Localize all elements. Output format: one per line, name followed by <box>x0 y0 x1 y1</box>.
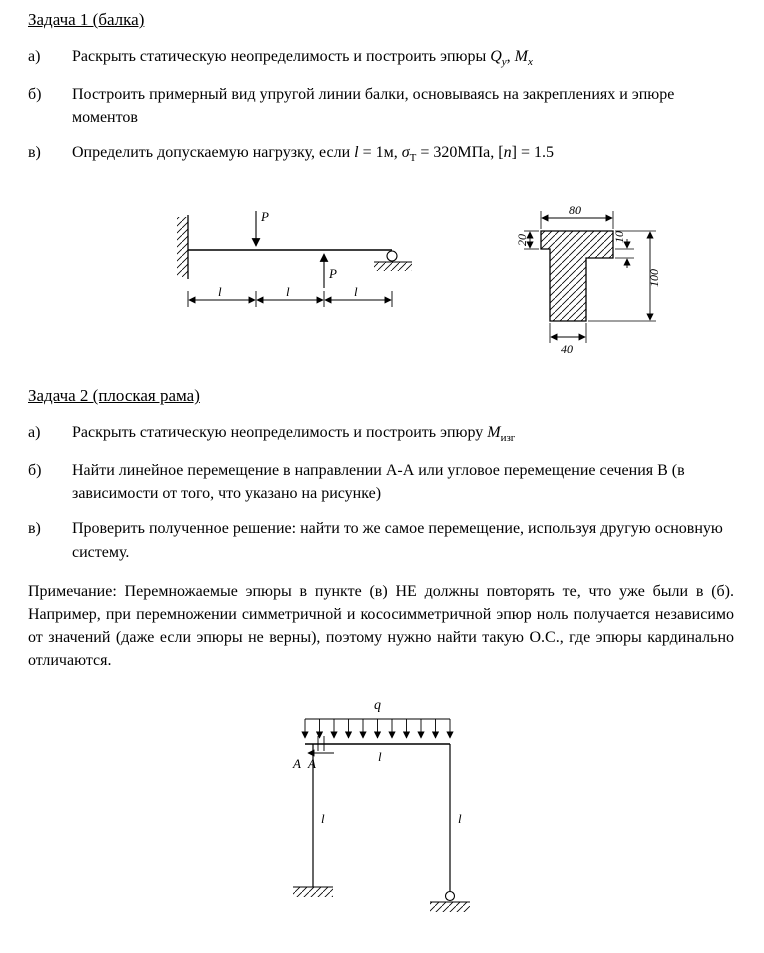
task2-item-a-label: а) <box>28 423 41 441</box>
task2-item-a-main: Раскрыть статическую неопределимость и п… <box>72 423 488 441</box>
frame-figure-wrap: q A A l l l <box>260 689 734 941</box>
math-M-izg: M <box>487 423 501 441</box>
task1-item-a-main: Раскрыть статическую неопределимость и п… <box>72 47 491 65</box>
task2-item-v-text: Проверить полученное решение: найти то ж… <box>72 520 723 561</box>
math-Q: Q <box>490 47 502 65</box>
frame-dim-top: l <box>378 749 382 764</box>
beam-load-label-mid: P <box>328 266 337 281</box>
math-M: M <box>514 47 528 65</box>
task1-item-a-label: а) <box>28 47 41 65</box>
beam-dim-l1: l <box>218 284 222 299</box>
frame-section-label-a2: A <box>307 756 316 771</box>
math-n: n <box>503 144 512 162</box>
left-support-hatch <box>293 886 333 897</box>
section-dim-40: 40 <box>561 342 573 356</box>
task2-note: Примечание: Перемножаемые эпюры в пункте… <box>28 582 734 670</box>
task2-item-b-label: б) <box>28 462 42 480</box>
math-sigma-sub: Т <box>409 152 417 165</box>
task2-item-b: б) Найти линейное перемещение в направле… <box>28 459 734 505</box>
task1-item-a: а) Раскрыть статическую неопределимость … <box>28 45 734 71</box>
frame-diagram: q A A l l l <box>292 698 470 912</box>
task1-item-v-main: Определить допускаемую нагрузку, если <box>72 144 355 162</box>
roller-circle <box>386 250 398 262</box>
task1-title: Задача 1 (балка) <box>28 8 734 33</box>
right-support-hatch <box>430 901 470 912</box>
math-sigma-eq: = 320МПа, [ <box>416 144 504 162</box>
math-M-sub: x <box>528 55 533 68</box>
wall-hatch <box>177 217 188 278</box>
task1-item-b-label: б) <box>28 85 42 103</box>
math-l: l <box>354 144 359 162</box>
beam-dim-l3: l <box>354 284 358 299</box>
task1-item-a-text: Раскрыть статическую неопределимость и п… <box>72 45 734 71</box>
math-M-izg-sub: изг <box>500 432 516 445</box>
task1-item-v-label: в) <box>28 144 41 162</box>
beam-dim-l2: l <box>286 284 290 299</box>
task1-item-v-text: Определить допускаемую нагрузку, если l … <box>72 141 734 167</box>
beam-diagram: P P l l l <box>177 209 412 308</box>
right-support-circle <box>444 890 456 901</box>
math-n-eq: ] = 1.5 <box>511 144 554 162</box>
beam-load-label-top: P <box>260 209 269 224</box>
frame-section-label-a1: A <box>292 756 301 771</box>
task1-item-v: в) Определить допускаемую нагрузку, если… <box>28 141 734 167</box>
roller-ground-hatch <box>374 262 412 272</box>
task2-item-b-text: Найти линейное перемещение в направлении… <box>72 462 685 503</box>
task1-item-b: б) Построить примерный вид упругой линии… <box>28 83 734 129</box>
math-l-eq: = 1м, <box>358 144 402 162</box>
frame-dim-left: l <box>321 811 325 826</box>
task1-title-text: Задача 1 (балка) <box>28 10 145 29</box>
task2-title-text: Задача 2 (плоская рама) <box>28 386 200 406</box>
section-shape <box>540 230 614 322</box>
section-dim-20: 20 <box>515 234 529 246</box>
task2-item-a: а) Раскрыть статическую неопределимость … <box>28 421 734 447</box>
frame-dim-right: l <box>458 811 462 826</box>
task2-item-v: в) Проверить полученное решение: найти т… <box>28 517 734 563</box>
task1-item-b-text: Построить примерный вид упругой линии ба… <box>72 85 675 126</box>
math-sigma: σ <box>401 144 410 162</box>
math-Q-sub: y <box>501 55 507 68</box>
cross-section-diagram: 80 20 10 100 40 <box>515 203 661 356</box>
math-sep: , <box>506 47 515 65</box>
frame-load-label: q <box>374 698 381 713</box>
section-dim-100: 100 <box>647 269 661 287</box>
task1-figures: P P l l l 80 <box>168 193 734 358</box>
task2-title: Задача 2 (плоская рама) <box>28 384 734 409</box>
section-dim-80: 80 <box>569 203 581 217</box>
task2-item-v-label: в) <box>28 520 41 538</box>
task2-item-a-text: Раскрыть статическую неопределимость и п… <box>72 421 734 447</box>
section-dim-10: 10 <box>612 231 626 243</box>
